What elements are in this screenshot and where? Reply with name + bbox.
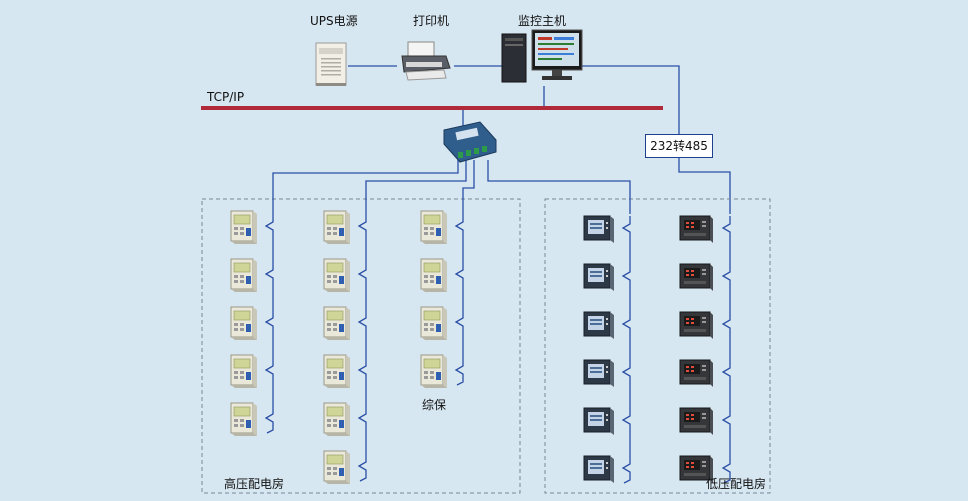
field-devices — [230, 210, 714, 485]
tcpip-label: TCP/IP — [207, 90, 245, 104]
monitor-host-label: 监控主机 — [518, 14, 567, 28]
bus-line — [264, 214, 274, 434]
relay-device — [420, 210, 448, 245]
relay-device — [230, 306, 258, 341]
meter-device — [583, 215, 615, 244]
ups-icon — [315, 42, 347, 87]
computer-icon — [501, 29, 583, 83]
high-voltage-zone-label: 高压配电房 — [224, 477, 285, 491]
bus-line — [357, 214, 367, 482]
converter-box: 232转485 — [645, 134, 713, 158]
meter-device — [679, 311, 714, 340]
low-voltage-zone-label: 低压配电房 — [706, 477, 767, 491]
relay-device — [230, 402, 258, 437]
relay-device — [323, 258, 351, 293]
high-voltage-zone — [201, 198, 521, 494]
printer-icon — [401, 41, 451, 81]
relay-device — [323, 210, 351, 245]
meter-device — [679, 407, 714, 436]
printer-label: 打印机 — [413, 14, 450, 28]
meter-device — [583, 263, 615, 292]
meter-device — [679, 263, 714, 292]
meter-device — [679, 359, 714, 388]
gateway-branches — [272, 160, 631, 214]
relay-device — [420, 258, 448, 293]
relay-device — [420, 306, 448, 341]
relay-device — [323, 354, 351, 389]
relay-device — [230, 210, 258, 245]
relay-device — [230, 258, 258, 293]
meter-device — [583, 455, 615, 484]
bus-lines — [264, 214, 731, 484]
ups-label: UPS电源 — [310, 14, 358, 28]
relay-device — [230, 354, 258, 389]
low-voltage-zone — [544, 198, 771, 494]
meter-device — [583, 359, 615, 388]
gateway-icon — [443, 121, 497, 163]
relay-caption: 综保 — [422, 398, 447, 412]
meter-device — [583, 311, 615, 340]
meter-device — [583, 407, 615, 436]
relay-device — [323, 402, 351, 437]
meter-device — [679, 215, 714, 244]
top-links — [348, 65, 731, 214]
relay-device — [420, 354, 448, 389]
bus-line — [454, 214, 464, 386]
relay-device — [323, 450, 351, 485]
bus-line — [721, 216, 731, 484]
bus-line — [621, 216, 631, 484]
relay-device — [323, 306, 351, 341]
